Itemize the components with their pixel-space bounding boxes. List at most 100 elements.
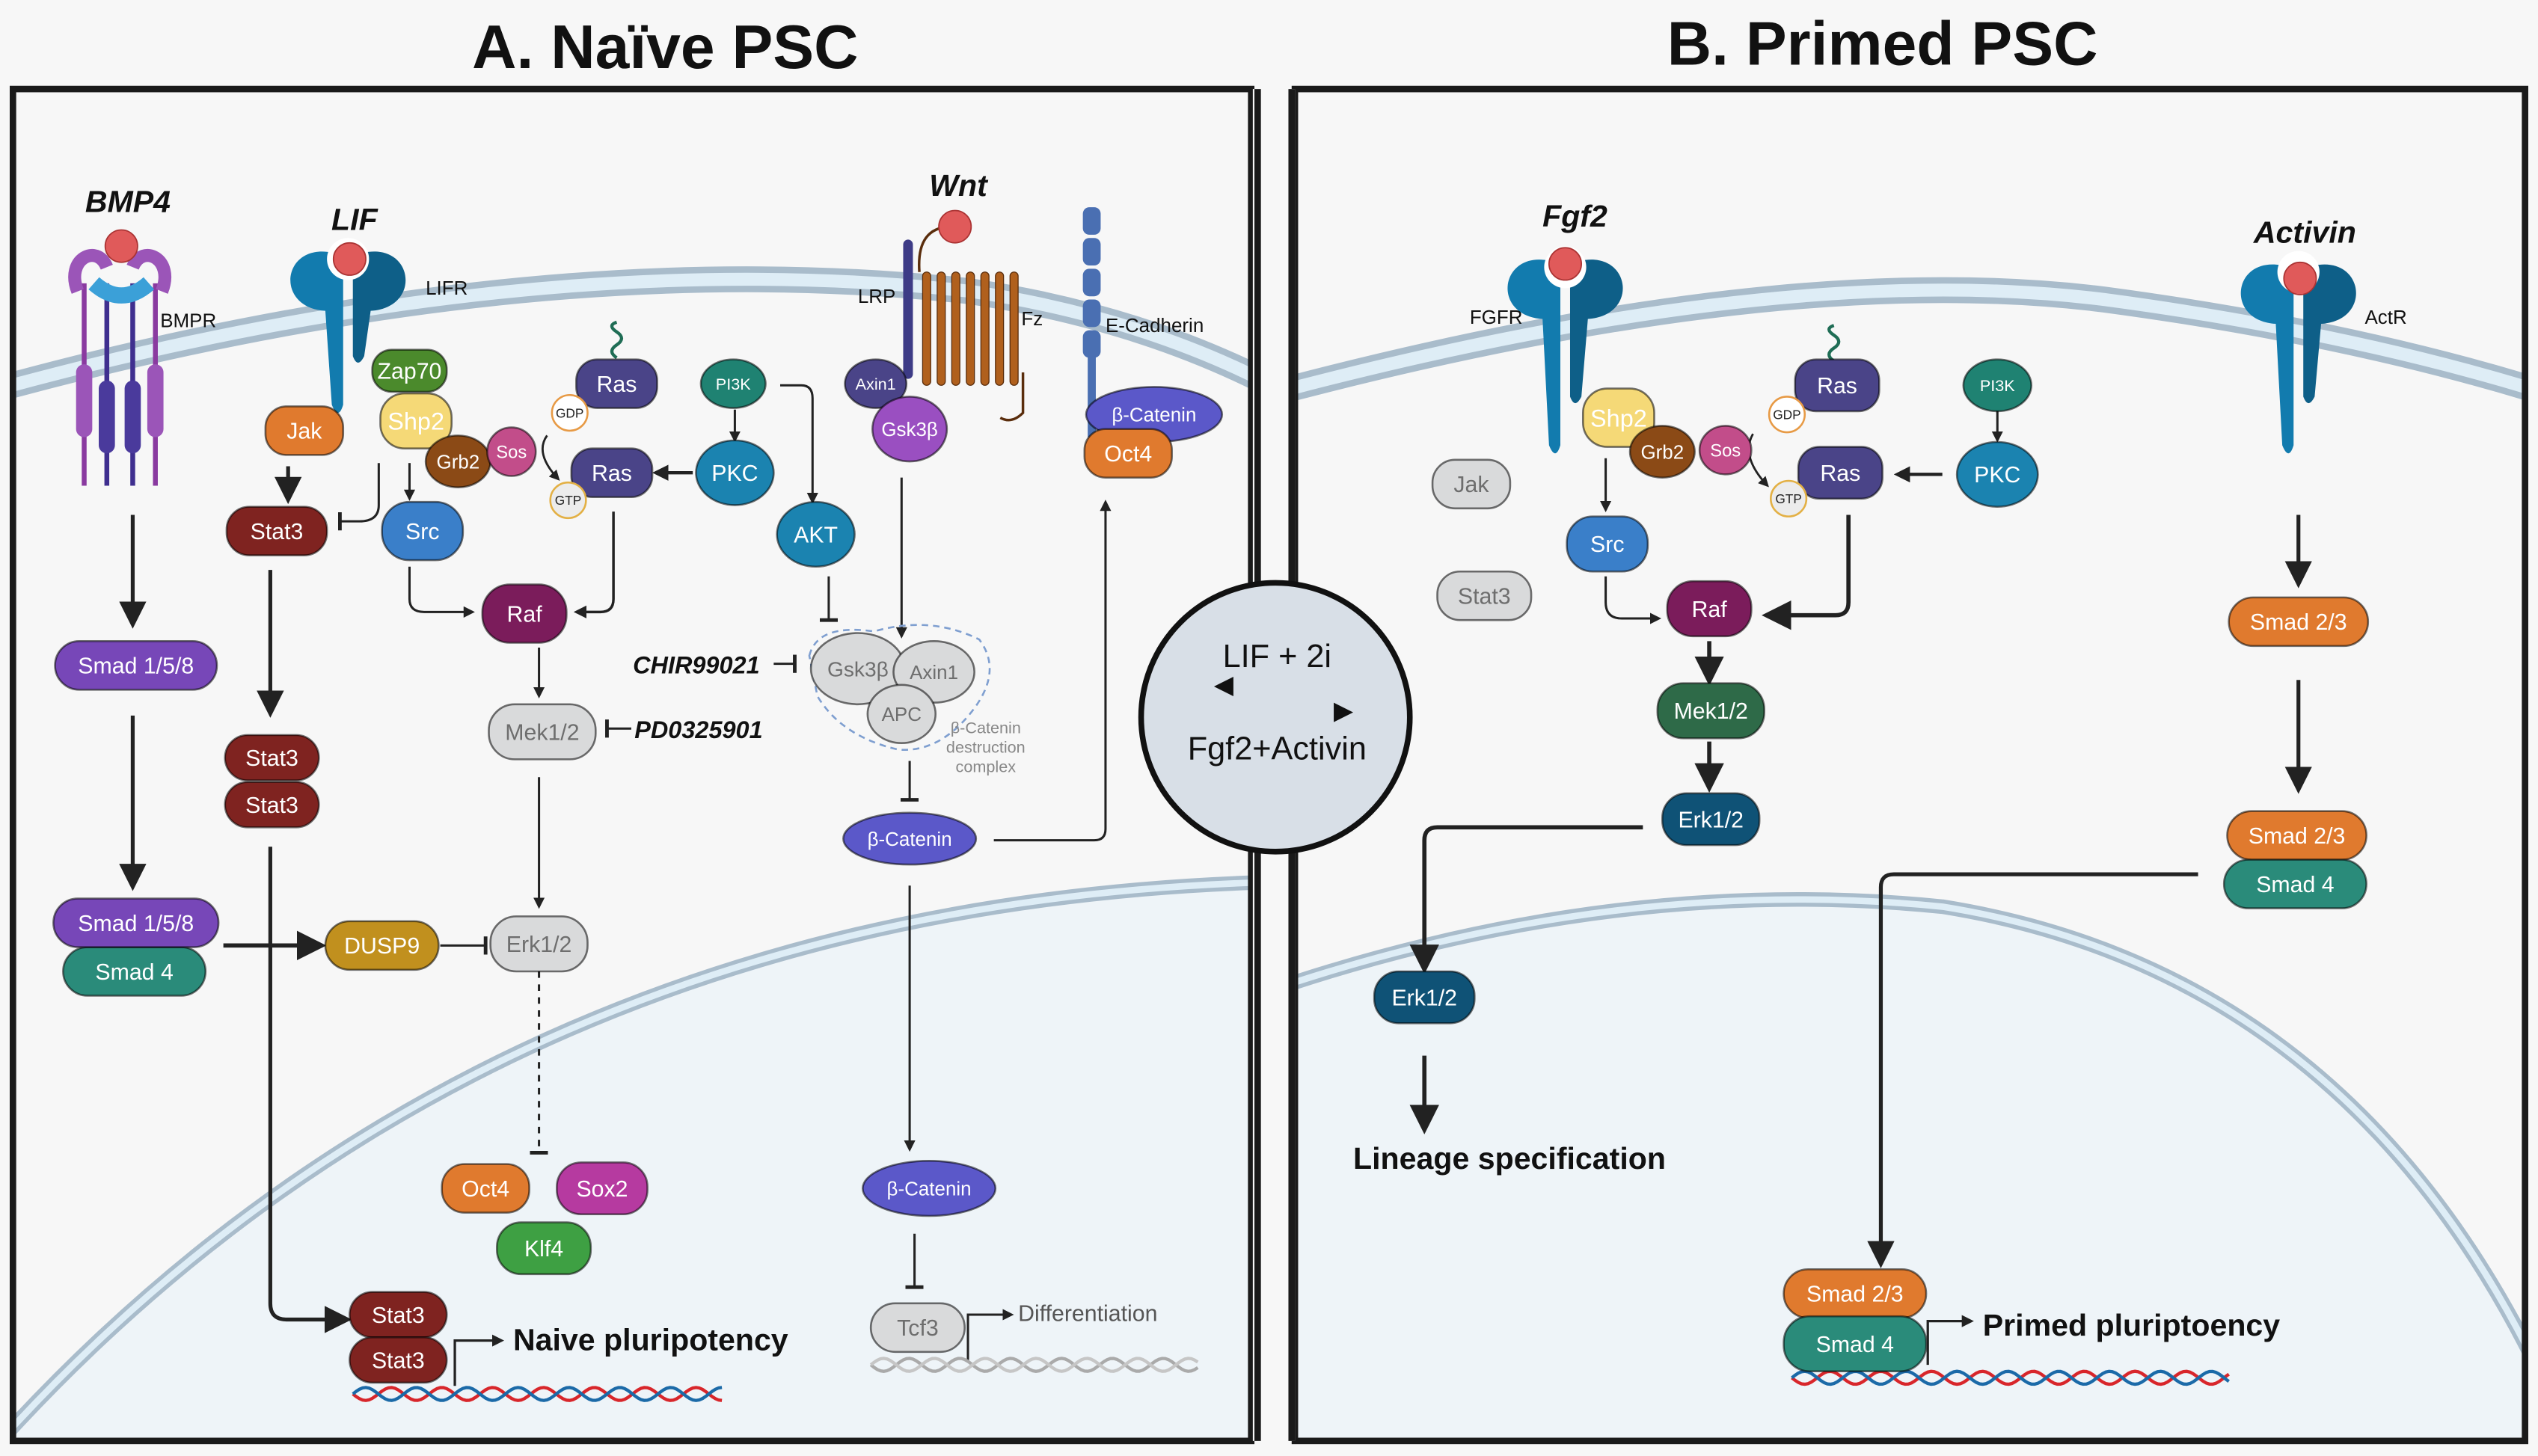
wnt-ligand xyxy=(938,209,972,244)
node-oct4-mem: Oct4 xyxy=(1083,428,1173,479)
node-label: β-Catenin xyxy=(1112,404,1196,426)
node-klf4: Klf4 xyxy=(496,1221,592,1276)
lrp-fz-receptor xyxy=(903,225,1025,422)
node-label: Smad 2/3 xyxy=(1806,1283,1904,1307)
node-grb2: Grb2 xyxy=(424,434,491,488)
node-label: Gsk3β xyxy=(827,657,889,681)
node-smad4-b: Smad 4 xyxy=(2222,858,2367,909)
node-smad23-n: Smad 2/3 xyxy=(1783,1268,1928,1319)
node-label: Src xyxy=(1590,532,1624,557)
node-raf-b: Raf xyxy=(1666,580,1753,638)
node-label: Oct4 xyxy=(462,1177,509,1202)
node-pkc-b: PKC xyxy=(1955,440,2039,508)
transition-top: LIF + 2i xyxy=(1223,639,1331,675)
node-smad158: Smad 1/5/8 xyxy=(54,640,218,691)
bmp4-ligand xyxy=(104,229,138,263)
node-label: Axin1 xyxy=(910,661,958,684)
lif-ligand xyxy=(332,242,367,276)
node-label: GTP xyxy=(555,493,582,508)
node-label: Stat3 xyxy=(251,520,304,544)
node-label: Sos xyxy=(496,443,527,463)
node-smad23-b: Smad 2/3 xyxy=(2228,596,2370,648)
node-label: Stat3 xyxy=(372,1348,425,1373)
node-stat3-d2: Stat3 xyxy=(224,781,320,829)
node-stat3-n1: Stat3 xyxy=(349,1291,448,1339)
node-ras-gtp-b: Ras xyxy=(1797,446,1883,500)
node-label: Erk1/2 xyxy=(1678,808,1744,832)
node-jak-b: Jak xyxy=(1431,458,1512,510)
node-label: Mek1/2 xyxy=(1674,699,1748,724)
receptor-fz: Fz xyxy=(1021,307,1043,330)
node-label: Jak xyxy=(1453,473,1489,497)
destruction-complex-label: complex xyxy=(956,758,1017,776)
node-label: PI3K xyxy=(1980,376,2015,395)
node-bcat-nuc: β-Catenin xyxy=(862,1160,997,1217)
ligand-bmp4: BMP4 xyxy=(85,185,171,219)
node-shp2-b: Shp2 xyxy=(1581,387,1655,448)
node-raf: Raf xyxy=(481,583,568,644)
transition-circle xyxy=(1138,89,1413,1441)
node-dc-apc: APC xyxy=(866,684,937,745)
transition-bottom: Fgf2+Activin xyxy=(1188,731,1367,767)
node-label: β-Catenin xyxy=(887,1177,972,1199)
dna-differentiation xyxy=(869,1357,1199,1373)
node-erk: Erk1/2 xyxy=(489,915,589,973)
node-label: Shp2 xyxy=(387,408,444,435)
node-label: Ras xyxy=(592,461,632,486)
ligand-wnt: Wnt xyxy=(929,168,989,203)
edge-erk-nucleus-b xyxy=(1409,825,1643,974)
node-label: Stat3 xyxy=(372,1303,425,1328)
node-bcat-cyto: β-Catenin xyxy=(842,811,978,866)
outcome-naive: Naive pluripotency xyxy=(513,1323,788,1357)
node-axin1: Axin1 xyxy=(844,358,908,409)
node-label: GDP xyxy=(1773,407,1800,422)
edge-stat3-naive xyxy=(453,1334,505,1386)
node-gtp-b: GTP xyxy=(1770,479,1808,517)
node-label: Smad 1/5/8 xyxy=(78,912,194,936)
node-stat3-d1: Stat3 xyxy=(224,734,320,781)
node-label: Stat3 xyxy=(245,793,298,818)
node-label: Stat3 xyxy=(1458,585,1511,609)
node-sos-b: Sos xyxy=(1698,425,1753,476)
ras-lipid-anchor xyxy=(610,320,624,360)
node-smad4: Smad 4 xyxy=(62,946,207,997)
edge-bcat-ecad xyxy=(993,500,1112,842)
edge-sos-gtp xyxy=(541,434,560,481)
node-label: GDP xyxy=(556,405,583,420)
node-label: PKC xyxy=(1974,463,2020,488)
node-label: PI3K xyxy=(716,375,751,393)
pathway-edges xyxy=(119,384,2312,1386)
outcome-primed: Primed pluriptoency xyxy=(1983,1308,2281,1342)
activin-ligand xyxy=(2283,261,2317,295)
node-label: PKC xyxy=(711,461,758,486)
node-smad158-b: Smad 1/5/8 xyxy=(52,897,220,948)
node-label: Sox2 xyxy=(576,1177,628,1202)
node-pi3k-b: PI3K xyxy=(1962,358,2032,413)
node-label: Smad 2/3 xyxy=(2250,610,2347,635)
node-ras-gdp: Ras xyxy=(575,358,658,409)
node-label: Raf xyxy=(1692,598,1728,622)
node-label: Shp2 xyxy=(1590,405,1647,431)
node-dc-gsk3b: Gsk3β xyxy=(809,632,906,706)
receptor-fgfr: FGFR xyxy=(1470,306,1523,328)
node-label: Ras xyxy=(597,372,637,397)
receptor-lrp: LRP xyxy=(858,285,896,307)
node-label: Ras xyxy=(1817,374,1857,399)
receptor-bmpr: BMPR xyxy=(160,309,216,331)
e-cadherin xyxy=(1082,207,1101,437)
node-erk-nuc-b: Erk1/2 xyxy=(1373,970,1476,1025)
edge-smad-nucleus-b xyxy=(1867,872,2198,1268)
node-label: Oct4 xyxy=(1104,442,1152,467)
node-label: Smad 4 xyxy=(2256,873,2334,897)
node-stat3-n2: Stat3 xyxy=(349,1336,448,1384)
edge-smad-primed xyxy=(1926,1315,1974,1366)
node-dusp9: DUSP9 xyxy=(324,920,440,971)
node-label: Raf xyxy=(507,602,543,627)
node-label: Tcf3 xyxy=(897,1316,939,1341)
node-label: AKT xyxy=(794,523,838,547)
node-label: β-Catenin xyxy=(868,828,952,850)
edge-stat3-nucleus xyxy=(268,847,352,1333)
node-mek: Mek1/2 xyxy=(488,703,597,761)
